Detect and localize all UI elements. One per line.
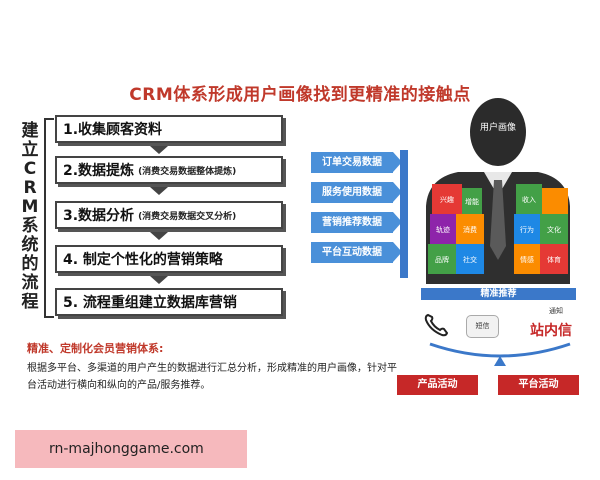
puzzle-piece <box>540 214 568 244</box>
step-1-title: 1.收集顾客资料 <box>63 122 163 138</box>
arrow-down-icon <box>150 187 168 195</box>
precise-recommend-bar: 精准推荐 <box>421 288 576 300</box>
puzzle-piece <box>462 188 482 214</box>
portrait-tie <box>490 180 506 260</box>
arrow-down-icon <box>150 276 168 284</box>
arrow-down-icon <box>150 232 168 240</box>
step-2: 2.数据提炼 (消费交易数据整体提炼) <box>55 156 283 184</box>
piece-label: 收入 <box>522 195 536 204</box>
step-5-title: 5. 流程重组建立数据库营销 <box>63 295 237 311</box>
section-subhead: 精准、定制化会员营销体系: <box>27 342 164 355</box>
step-5: 5. 流程重组建立数据库营销 <box>55 288 283 316</box>
piece-label: 社交 <box>463 255 477 264</box>
puzzle-piece <box>456 244 484 274</box>
puzzle-piece <box>432 184 462 214</box>
puzzle-piece <box>428 244 456 274</box>
inbox-label: 站内信 <box>530 323 572 339</box>
piece-label: 兴趣 <box>440 195 454 204</box>
side-bracket <box>44 118 54 318</box>
product-activity-button[interactable]: 产品活动 <box>397 375 478 395</box>
piece-label: 情感 <box>520 255 534 264</box>
step-3-sub: (消费交易数据交叉分析) <box>138 211 237 222</box>
tag-arrow-icon <box>393 182 402 202</box>
step-2-title: 2.数据提炼 <box>63 163 135 179</box>
platform-activity-button[interactable]: 平台活动 <box>498 375 579 395</box>
step-3-title: 3.数据分析 <box>63 208 135 224</box>
piece-label: 文化 <box>547 225 561 234</box>
data-tag-orders: 订单交易数据 <box>311 152 393 173</box>
phone-icon <box>424 313 449 337</box>
piece-label: 行为 <box>520 225 534 234</box>
side-label: 建立CRM系统的流程 <box>21 121 39 312</box>
step-3: 3.数据分析 (消费交易数据交叉分析) <box>55 201 283 229</box>
puzzle-piece <box>516 184 542 214</box>
tag-arrow-icon <box>393 152 402 172</box>
step-4: 4. 制定个性化的营销策略 <box>55 245 283 273</box>
data-tag-marketing: 营销推荐数据 <box>311 212 393 233</box>
puzzle-piece <box>430 214 456 244</box>
portrait-head <box>470 98 526 166</box>
sms-icon: 短信 <box>466 315 499 338</box>
page-title: CRM体系形成用户画像找到更精准的接触点 <box>129 85 471 105</box>
data-tag-interaction: 平台互动数据 <box>311 242 393 263</box>
piece-label: 品牌 <box>435 255 449 264</box>
portrait-head-label: 用户画像 <box>480 121 516 133</box>
piece-label: 消费 <box>463 225 477 234</box>
puzzle-piece <box>514 214 540 244</box>
section-paragraph: 根据多平台、多渠道的用户产生的数据进行汇总分析，形成精准的用户画像，针对平台活动… <box>27 363 397 391</box>
piece-label: 轨迹 <box>436 225 450 234</box>
data-tag-service: 服务使用数据 <box>311 182 393 203</box>
puzzle-piece <box>514 244 540 274</box>
arrow-down-icon <box>150 146 168 154</box>
puzzle-piece <box>456 214 484 244</box>
puzzle-piece <box>542 188 568 214</box>
step-1: 1.收集顾客资料 <box>55 115 283 143</box>
tag-arrow-icon <box>393 242 402 262</box>
step-2-sub: (消费交易数据整体提炼) <box>138 166 237 177</box>
tag-arrow-icon <box>393 212 402 232</box>
puzzle-piece <box>540 244 568 274</box>
piece-label: 体育 <box>547 255 561 264</box>
step-4-title: 4. 制定个性化的营销策略 <box>63 252 223 268</box>
watermark-banner: rn-majhonggame.com <box>15 430 247 468</box>
user-portrait-figure: 用户画像 兴趣 收入 轨迹 消费 文化 行为 品牌 社交 情感 体育 增能 <box>426 98 570 284</box>
piece-label: 增能 <box>465 197 479 206</box>
data-connector-bar <box>400 150 408 278</box>
notice-label: 通知 <box>549 307 563 315</box>
split-arrow-icon <box>429 342 571 366</box>
